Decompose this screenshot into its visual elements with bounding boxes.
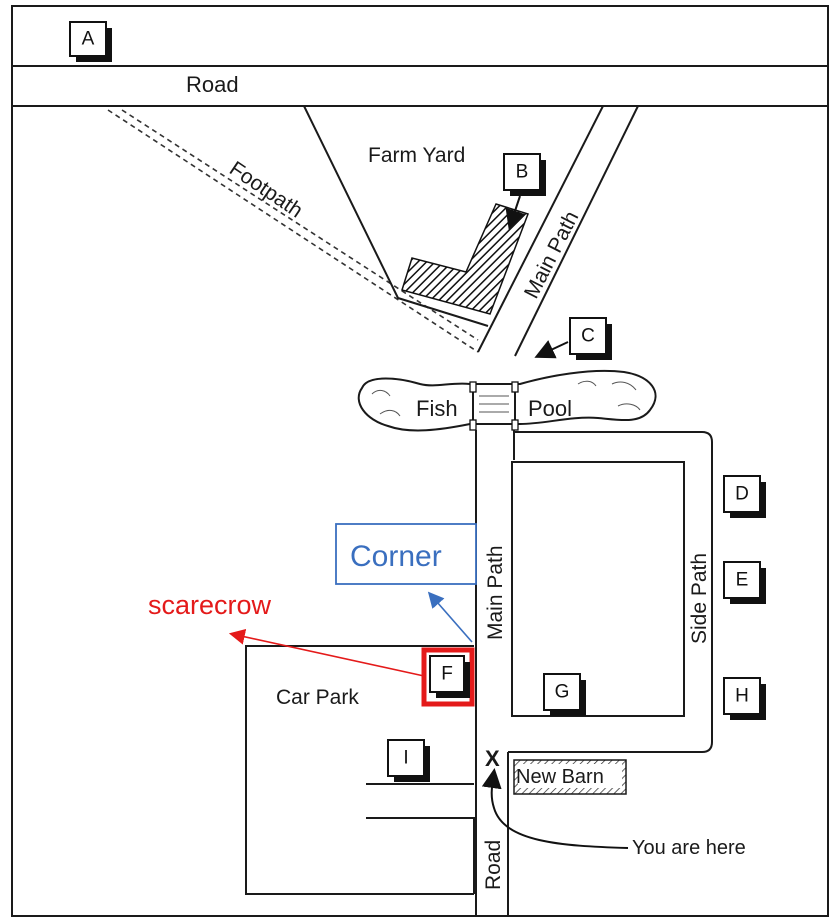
you-are-here-label: You are here xyxy=(632,837,746,859)
svg-text:E: E xyxy=(736,570,749,591)
new-barn-label: New Barn xyxy=(516,766,604,788)
side-path-label: Side Path xyxy=(688,553,711,644)
marker-e: E xyxy=(723,561,766,604)
fish-label: Fish xyxy=(416,396,458,421)
svg-text:H: H xyxy=(735,686,749,707)
marker-h: H xyxy=(723,677,766,720)
scarecrow-arrow xyxy=(228,628,425,677)
corner-callout-box xyxy=(335,523,477,585)
road-label-top: Road xyxy=(186,72,239,97)
marker-d: D xyxy=(723,475,766,518)
svg-text:C: C xyxy=(581,326,595,347)
svg-text:I: I xyxy=(403,748,408,769)
svg-text:G: G xyxy=(555,682,570,703)
new-barn-label-bg xyxy=(518,764,622,788)
farm-yard-outline xyxy=(303,105,489,327)
bridge xyxy=(469,381,519,431)
marker-i: I xyxy=(387,739,430,782)
car-park-label: Car Park xyxy=(276,686,359,709)
pool-ripples xyxy=(371,380,641,417)
svg-text:F: F xyxy=(441,664,453,685)
main-path-upper xyxy=(477,105,639,357)
main-path-lower-label: Main Path xyxy=(484,545,507,640)
you-are-here-arrow xyxy=(481,768,629,849)
footpath-label: Footpath xyxy=(225,157,307,222)
marker-c-arrow xyxy=(534,340,569,359)
scarecrow-label: scarecrow xyxy=(148,590,272,620)
corner-arrow xyxy=(427,591,473,643)
svg-text:D: D xyxy=(735,484,749,505)
inner-field xyxy=(511,461,685,717)
x-mark: X xyxy=(485,746,500,771)
road-label-bottom: Road xyxy=(482,840,505,890)
marker-c: C xyxy=(569,317,612,360)
svg-text:A: A xyxy=(82,29,95,50)
footpath xyxy=(107,109,479,353)
car-park-outline xyxy=(245,645,475,895)
top-road xyxy=(12,65,828,107)
farm-yard-label: Farm Yard xyxy=(368,144,465,167)
main-path-upper-label: Main Path xyxy=(520,208,583,303)
map-border xyxy=(11,5,829,917)
main-path-lower xyxy=(475,430,713,916)
marker-a: A xyxy=(69,21,112,62)
farm-building xyxy=(401,203,529,315)
svg-text:B: B xyxy=(516,162,529,183)
marker-g: G xyxy=(543,673,586,716)
marker-f: F xyxy=(421,647,475,707)
marker-b: B xyxy=(503,153,546,196)
marker-b-arrow xyxy=(505,195,525,230)
corner-callout-text: Corner xyxy=(350,540,442,573)
pool-label: Pool xyxy=(528,396,572,421)
